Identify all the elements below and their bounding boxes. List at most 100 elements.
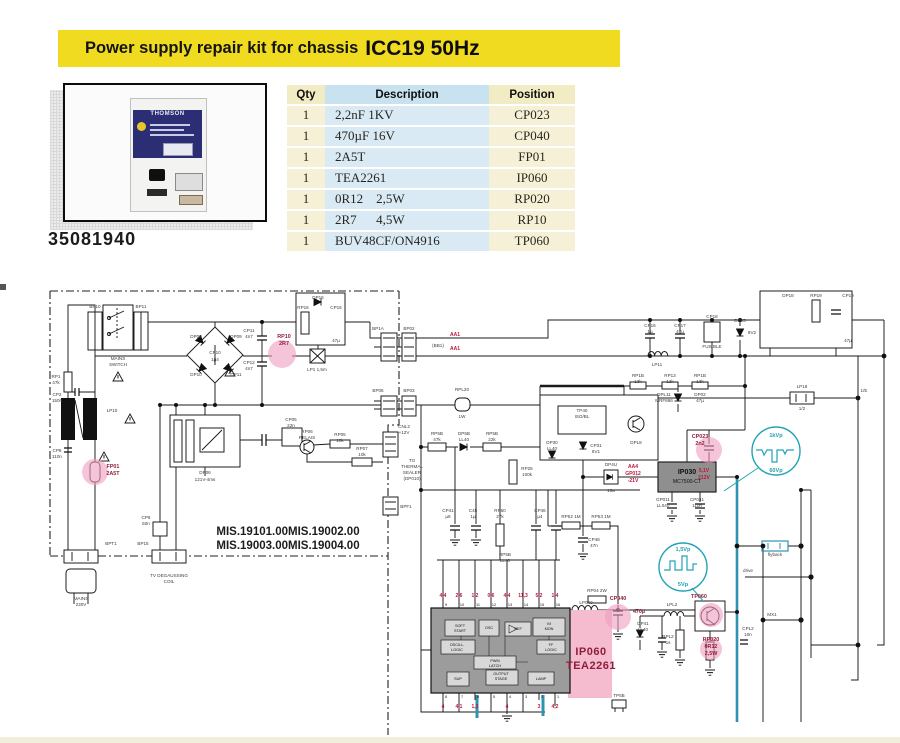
schematic-label: 5	[493, 695, 495, 699]
schematic-label: 8	[445, 695, 447, 699]
schematic-label: 4,4	[504, 593, 511, 599]
schematic-label: +12V	[399, 430, 411, 435]
schematic-label: CP17	[674, 323, 686, 328]
schematic-label: drive	[743, 568, 753, 573]
schematic-label: 1,4	[552, 593, 559, 599]
schematic-label: BPT1	[105, 541, 117, 546]
schematic-label: CP31	[590, 443, 602, 448]
label-box	[163, 143, 193, 156]
schematic-label: 10a	[607, 488, 615, 493]
schematic-label: RP5B	[431, 431, 443, 436]
table-cell: 2R7 4,5W	[325, 211, 489, 230]
schematic-label: 110n	[692, 503, 702, 508]
schematic-label: TP060	[691, 594, 707, 600]
schematic-svg: BP10BP11MAINSSWITCHDP08DP09DP10DP11CP101…	[0, 284, 887, 735]
schematic-label: 47k	[52, 380, 60, 385]
schematic-label: 8V2	[748, 330, 757, 335]
schematic-label: 150n	[52, 398, 63, 403]
components	[61, 290, 887, 722]
schematic-label: RP25	[521, 466, 533, 471]
schematic-label: 2R7	[279, 341, 289, 347]
schematic-label: µ4	[537, 514, 543, 519]
table-cell: 1	[287, 106, 325, 125]
schematic-label: µ8	[445, 514, 451, 519]
schematic-label: BP10	[89, 304, 101, 309]
schematic-label: 5,1V	[699, 468, 710, 474]
schematic-label: RP50	[494, 508, 506, 513]
schematic-label: 2,6	[456, 593, 463, 599]
schematic-label: 22n	[287, 423, 295, 428]
schematic-label: CP41	[442, 508, 454, 513]
schematic-label: RELAIS	[299, 435, 315, 440]
schematic-label: AA4	[628, 464, 638, 470]
schematic-label: C45	[469, 508, 478, 513]
schematic-label: THERMAL	[401, 464, 423, 469]
schematic-label: DP16	[312, 295, 324, 300]
schematic-label: LPL2	[667, 602, 678, 607]
brand-label: THOMSON	[150, 111, 185, 117]
schematic-label: 11,3	[518, 593, 528, 599]
schematic-label: 10k	[358, 452, 366, 457]
column-header-position: Position	[489, 85, 575, 104]
schematic-label: FF	[549, 643, 554, 647]
ip030-regulator	[657, 461, 717, 493]
schematic-label: LP18	[797, 384, 808, 389]
schematic-label: TP40	[577, 408, 588, 413]
schematic-label: IP060	[575, 646, 606, 658]
table-cell: 1	[287, 190, 325, 209]
schematic-label: 10n	[744, 632, 752, 637]
schematic-label: COIL	[164, 579, 175, 584]
bottom-strip	[0, 737, 900, 743]
schematic-label: LP040	[579, 600, 593, 605]
title-banner: Power supply repair kit for chassis ICC1…	[58, 30, 620, 67]
schematic-label: 230V	[76, 602, 88, 607]
schematic-label: AA1	[450, 346, 460, 352]
schematic-label: 6V1	[592, 449, 601, 454]
schematic-label: LOGIC	[451, 648, 463, 652]
schematic-label: 5Vp	[678, 582, 689, 588]
schematic-label: RP1	[52, 374, 61, 379]
schematic-label: 4,2	[552, 704, 559, 710]
highlighted-pin-traces	[475, 695, 545, 718]
schematic-label: 4n7	[245, 334, 253, 339]
schematic-label: LAMP	[536, 677, 547, 681]
schematic-label: 1,2	[472, 704, 479, 710]
table-cell: CP023	[489, 106, 575, 125]
transistor-part	[149, 169, 165, 181]
schematic-label: RP1B	[694, 373, 706, 378]
schematic-label: DP08	[190, 334, 202, 339]
schematic-label: 4,4	[440, 593, 447, 599]
kit-photo: THOMSON	[63, 83, 267, 222]
schematic-label: BPF1	[400, 504, 412, 509]
schematic-label: 12	[492, 603, 496, 607]
schematic-label: 1µ	[647, 329, 653, 334]
schematic-label: 121V-4ms	[195, 477, 216, 482]
schematic-label: DP05	[734, 318, 746, 323]
table-cell: 1	[287, 232, 325, 251]
label-line	[150, 129, 184, 131]
schematic-label: 3	[538, 704, 541, 710]
ground-symbols	[450, 515, 715, 722]
schematic-label: SEALER	[403, 470, 422, 475]
schematic-label: DP02	[694, 392, 706, 397]
schematic-label: RPL2	[662, 634, 674, 639]
kit-label: THOMSON	[133, 110, 202, 158]
schematic-label: 13	[508, 603, 512, 607]
label-line	[150, 124, 190, 126]
schematic-label: BP11	[136, 304, 147, 309]
schematic-label: MIS.19003.00MIS.19004.00	[216, 540, 359, 552]
schematic-label: 1/2	[799, 406, 806, 411]
schematic-label: (BB1)	[432, 343, 444, 348]
schematic-label: RP53 1M	[591, 514, 610, 519]
schematic-label: 14	[524, 603, 528, 607]
schematic-label: BP1A	[372, 326, 385, 331]
schematic-label: CP15	[330, 305, 342, 310]
schematic-label: RP52 1M	[561, 514, 580, 519]
schematic-label: RP020	[703, 637, 719, 643]
schematic-label: CP2	[53, 392, 62, 397]
